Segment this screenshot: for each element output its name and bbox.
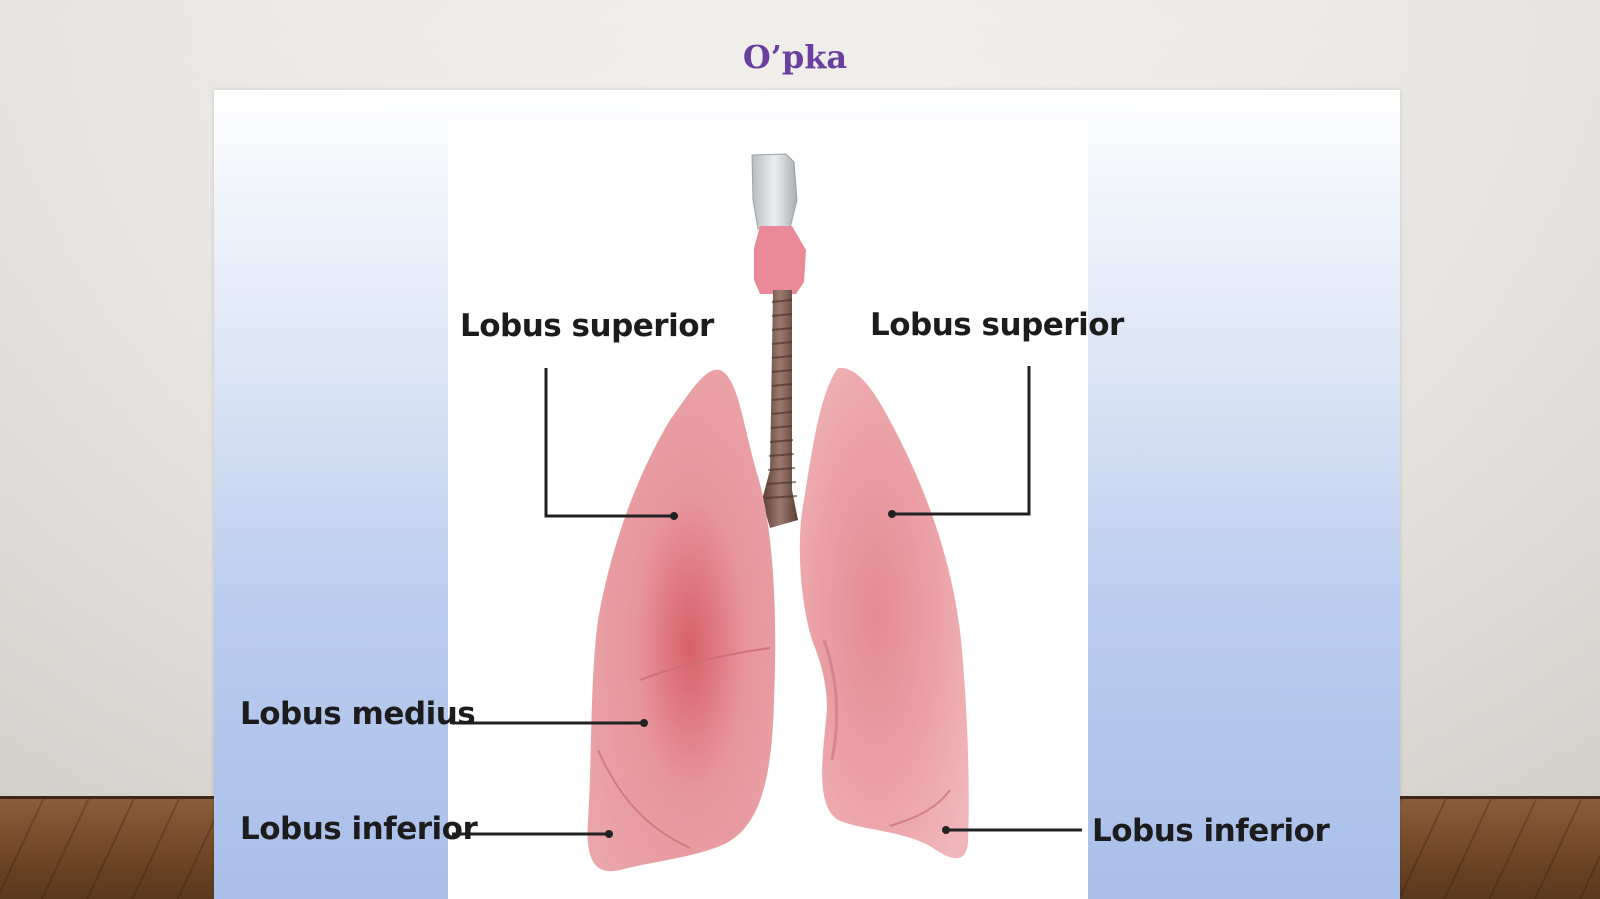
label-left-inferior: Lobus inferior	[240, 811, 478, 847]
label-right-superior: Lobus superior	[870, 307, 1124, 343]
dot-right-superior	[888, 510, 896, 518]
larynx-shape	[751, 153, 798, 230]
lung-right	[799, 367, 969, 859]
fissure-right	[889, 789, 951, 827]
label-left-superior: Lobus superior	[460, 308, 714, 344]
dot-left-medius	[640, 719, 648, 727]
dot-left-superior	[670, 512, 678, 520]
leader-dots	[605, 510, 950, 838]
dot-left-inferior	[605, 830, 613, 838]
label-right-inferior: Lobus inferior	[1092, 813, 1330, 849]
label-left-medius: Lobus medius	[240, 696, 476, 732]
thyroid-shape	[754, 226, 806, 294]
dot-right-inferior	[942, 826, 950, 834]
trachea-shape	[762, 290, 798, 528]
leader-right-superior	[892, 366, 1031, 516]
cardiac-notch	[822, 639, 839, 761]
leader-lines	[452, 366, 1082, 836]
trachea-rings	[765, 299, 798, 499]
leader-left-superior	[544, 368, 674, 518]
lung-left	[587, 369, 776, 872]
fissure-oblique	[597, 749, 691, 849]
fissure-horizontal	[639, 647, 771, 681]
slide-title: O’pka	[742, 38, 848, 76]
